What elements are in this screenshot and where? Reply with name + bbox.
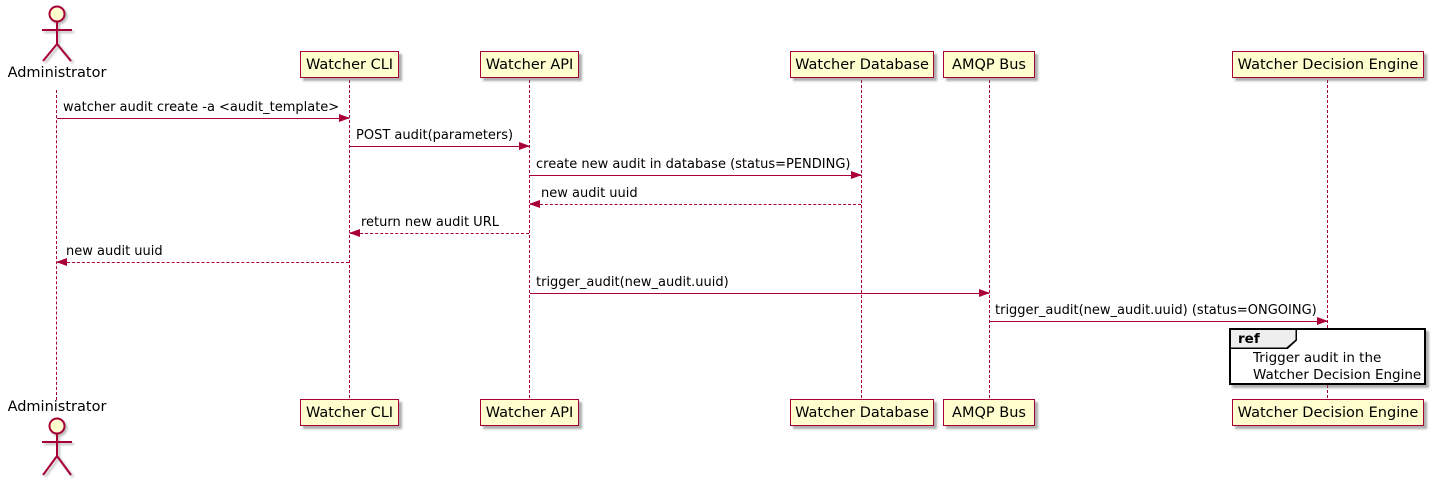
participant-watcher-database-bottom: Watcher Database: [790, 399, 934, 426]
participant-amqp-bus-top: AMQP Bus: [943, 51, 1035, 78]
message-label: new audit uuid: [541, 186, 638, 201]
ref-fragment: ref Trigger audit in the Watcher Decisio…: [1229, 328, 1426, 385]
participant-label: Watcher CLI: [305, 56, 394, 73]
participant-label: Watcher API: [485, 56, 574, 73]
message-line: [57, 114, 350, 122]
actor-administrator-bottom: Administrator: [2, 399, 112, 481]
participant-label: Watcher CLI: [305, 404, 394, 421]
lifeline-watcher-api: [529, 80, 530, 398]
arrowhead-icon: [349, 229, 360, 237]
ref-text-line: Trigger audit in the: [1253, 350, 1382, 366]
lifeline-watcher-cli: [349, 80, 350, 398]
ref-header: ref: [1231, 330, 1297, 349]
message-label: watcher audit create -a <audit_template>: [63, 100, 340, 115]
actor-icon: [42, 5, 72, 62]
arrowhead-icon: [851, 171, 862, 179]
participant-watcher-cli-bottom: Watcher CLI: [300, 399, 399, 426]
participant-amqp-bus-bottom: AMQP Bus: [943, 399, 1035, 426]
lifeline-administrator: [56, 90, 57, 400]
participant-label: Watcher API: [485, 404, 574, 421]
message-label: POST audit(parameters): [356, 128, 514, 143]
lifeline-amqp-bus: [989, 80, 990, 398]
message-label: trigger_audit(new_audit.uuid): [536, 275, 729, 290]
actor-administrator-top: Administrator: [2, 5, 112, 81]
actor-label: Administrator: [7, 65, 107, 81]
participant-watcher-decision-engine-top: Watcher Decision Engine: [1232, 51, 1424, 78]
ref-keyword: ref: [1238, 330, 1260, 347]
actor-icon: [42, 417, 72, 476]
message-line: [530, 289, 990, 297]
lifeline-watcher-decision-engine: [1327, 80, 1328, 398]
message-line: [349, 229, 529, 237]
message-line: [56, 258, 349, 266]
message-line: [350, 142, 530, 150]
ref-text-line: Watcher Decision Engine: [1253, 366, 1422, 383]
participant-label: Watcher Decision Engine: [1237, 404, 1419, 421]
arrowhead-icon: [339, 114, 350, 122]
participant-label: Watcher Database: [795, 56, 929, 73]
message-line: [529, 200, 861, 208]
participant-watcher-cli-top: Watcher CLI: [300, 51, 399, 78]
actor-label: Administrator: [7, 399, 107, 415]
message-label: create new audit in database (status=PEN…: [536, 157, 851, 172]
arrowhead-icon: [56, 258, 67, 266]
participant-watcher-decision-engine-bottom: Watcher Decision Engine: [1232, 399, 1424, 426]
participant-watcher-api-top: Watcher API: [480, 51, 579, 78]
arrowhead-icon: [1317, 317, 1328, 325]
message-line: [989, 317, 1328, 325]
arrowhead-icon: [979, 289, 990, 297]
arrowhead-icon: [519, 142, 530, 150]
participant-label: AMQP Bus: [952, 56, 1026, 73]
lifeline-watcher-database: [861, 80, 862, 398]
participant-watcher-database-top: Watcher Database: [790, 51, 934, 78]
message-label: return new audit URL: [361, 215, 499, 230]
message-label: new audit uuid: [66, 244, 163, 259]
participant-label: Watcher Database: [795, 404, 929, 421]
message-label: trigger_audit(new_audit.uuid) (status=ON…: [995, 303, 1317, 318]
participant-watcher-api-bottom: Watcher API: [480, 399, 579, 426]
participant-label: AMQP Bus: [952, 404, 1026, 421]
message-line: [530, 171, 862, 179]
ref-body: Trigger audit in the Watcher Decision En…: [1253, 350, 1421, 383]
participant-label: Watcher Decision Engine: [1237, 56, 1419, 73]
arrowhead-icon: [529, 200, 540, 208]
